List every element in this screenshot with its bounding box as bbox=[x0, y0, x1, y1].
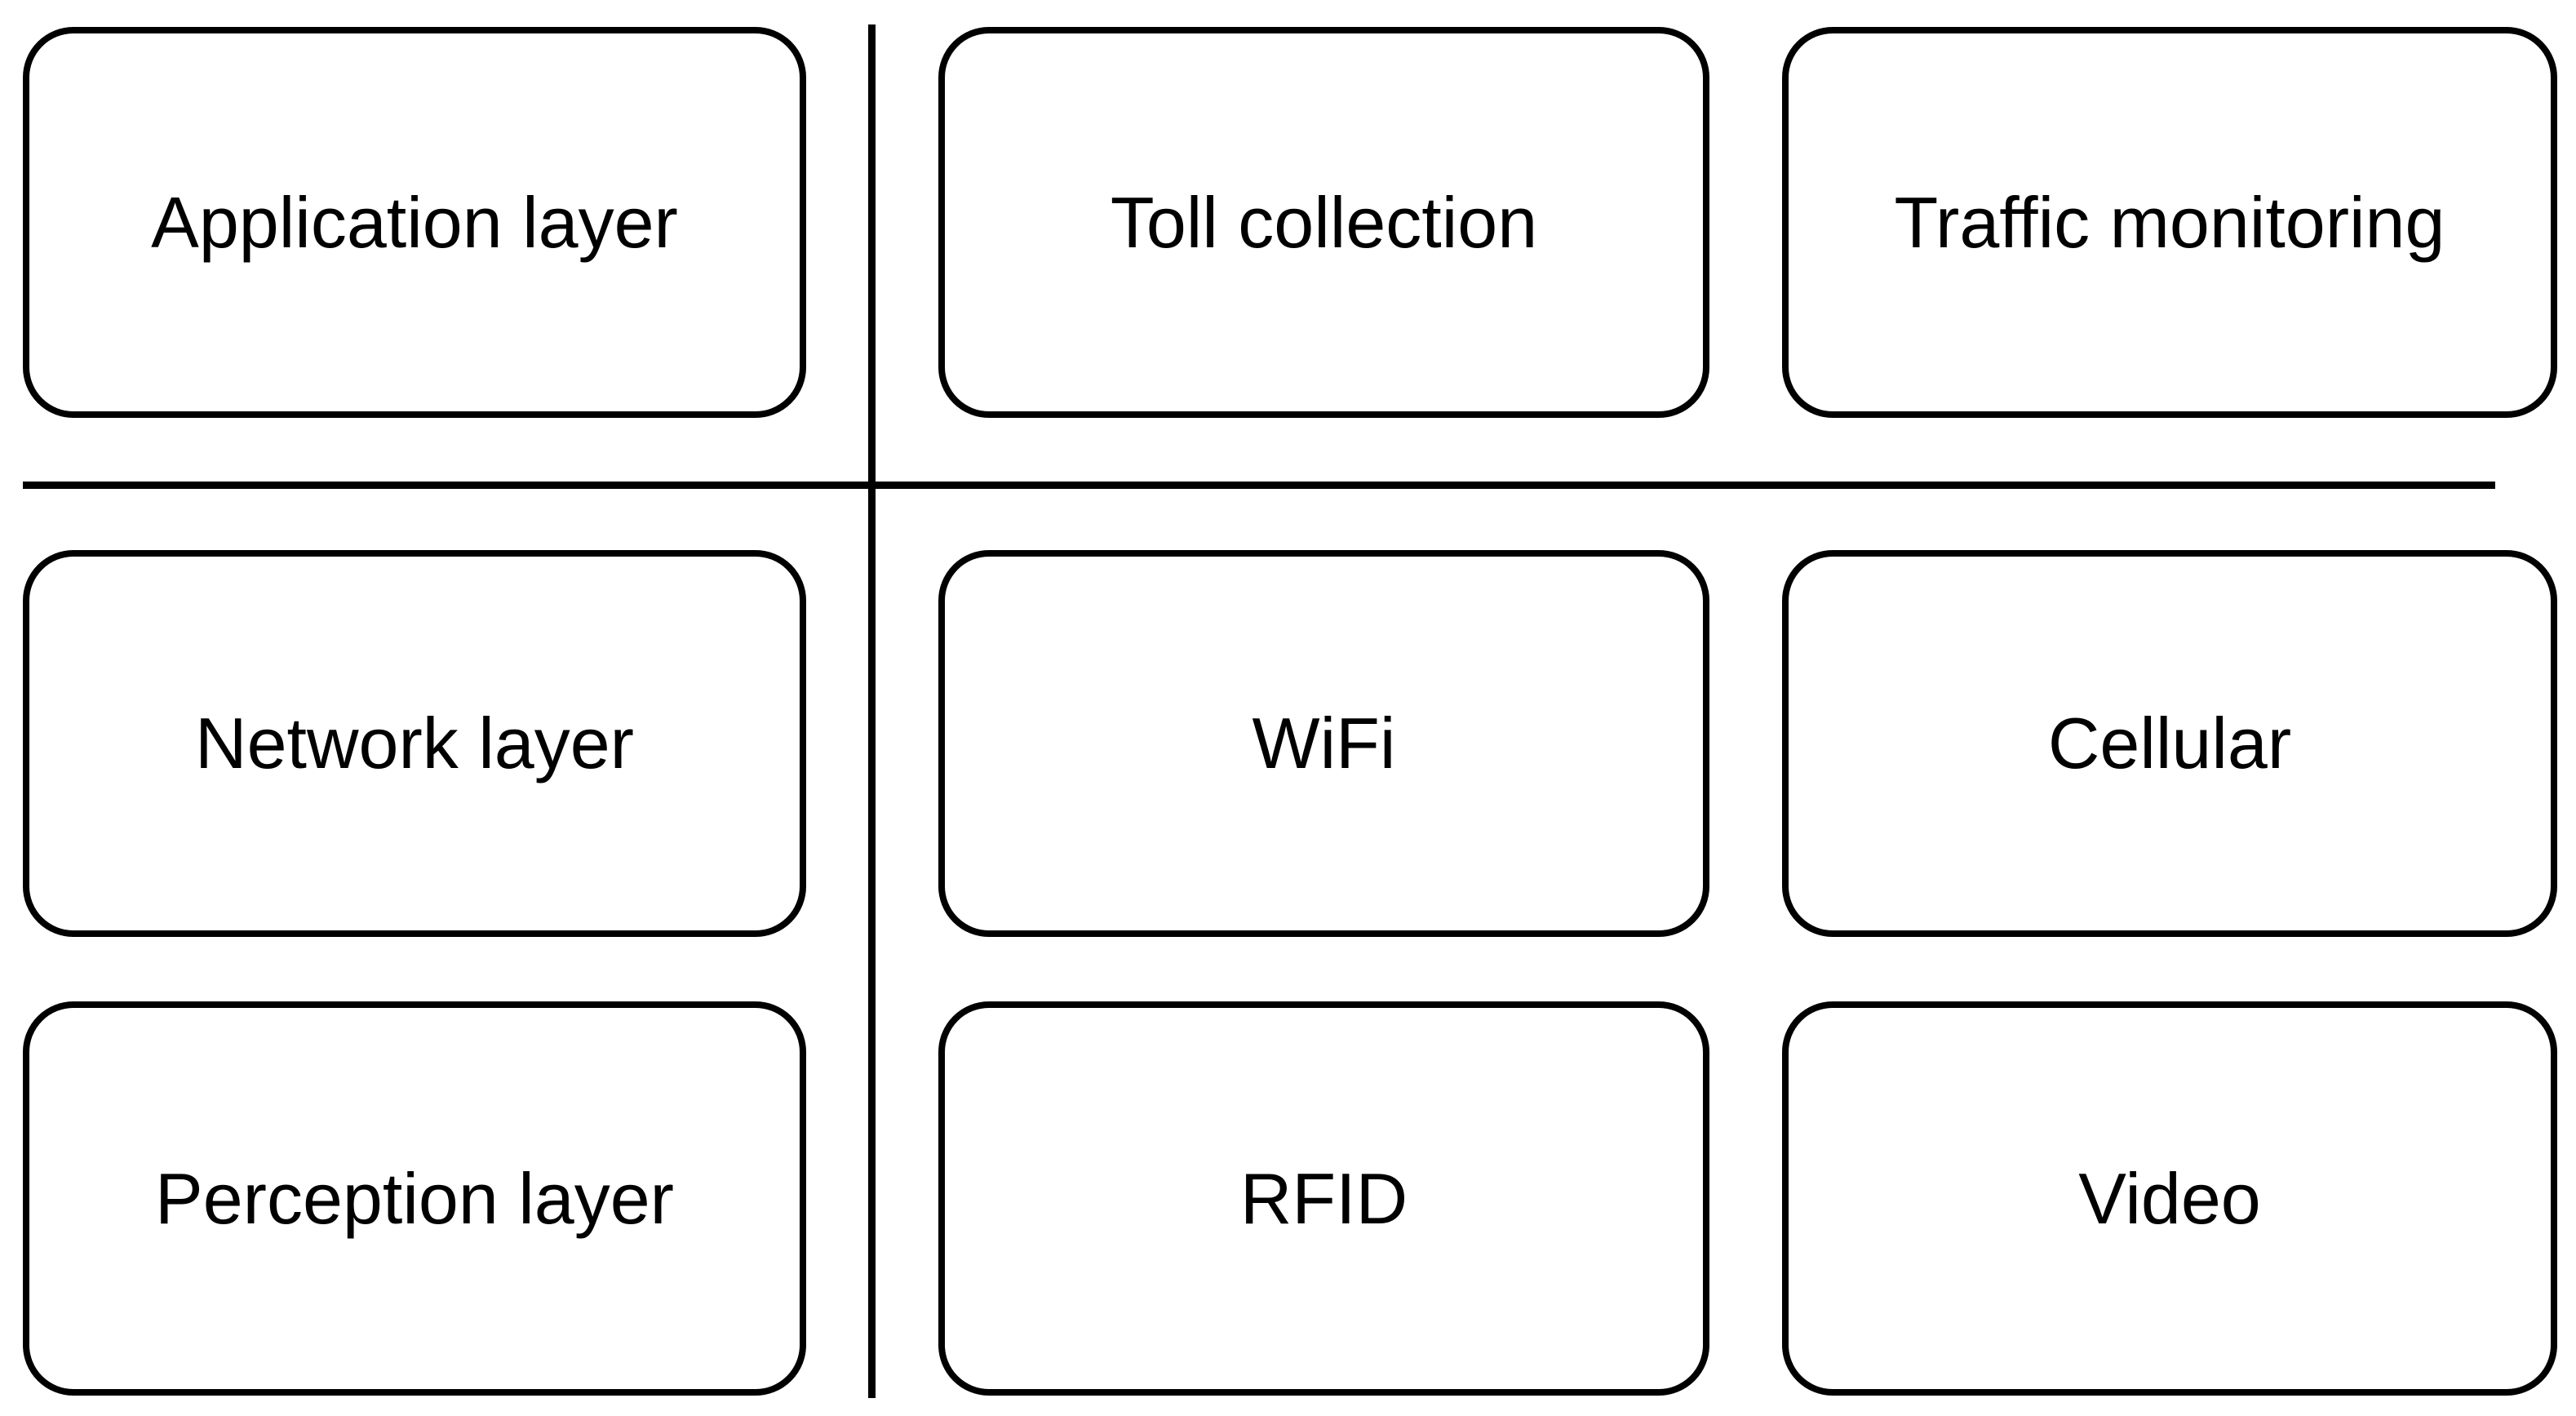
column-divider-line bbox=[868, 24, 876, 1398]
box-perception-layer-label: Perception layer bbox=[155, 1157, 674, 1239]
box-network-layer-label: Network layer bbox=[195, 703, 634, 783]
box-video-label: Video bbox=[2078, 1157, 2261, 1239]
box-wifi-label: WiFi bbox=[1252, 703, 1396, 783]
box-traffic-monitoring-label: Traffic monitoring bbox=[1894, 181, 2445, 263]
box-rfid-label: RFID bbox=[1239, 1157, 1408, 1239]
box-toll-collection-label: Toll collection bbox=[1110, 181, 1538, 263]
box-rfid: RFID bbox=[938, 1001, 1709, 1396]
box-cellular: Cellular bbox=[1782, 550, 2557, 937]
box-network-layer: Network layer bbox=[23, 550, 806, 937]
box-video: Video bbox=[1782, 1001, 2557, 1396]
box-application-layer: Application layer bbox=[23, 27, 806, 418]
box-cellular-label: Cellular bbox=[2047, 703, 2292, 783]
row-divider-line bbox=[23, 482, 2495, 489]
box-traffic-monitoring: Traffic monitoring bbox=[1782, 27, 2557, 418]
box-perception-layer: Perception layer bbox=[23, 1001, 806, 1396]
box-application-layer-label: Application layer bbox=[151, 181, 678, 263]
box-wifi: WiFi bbox=[938, 550, 1709, 937]
box-toll-collection: Toll collection bbox=[938, 27, 1709, 418]
